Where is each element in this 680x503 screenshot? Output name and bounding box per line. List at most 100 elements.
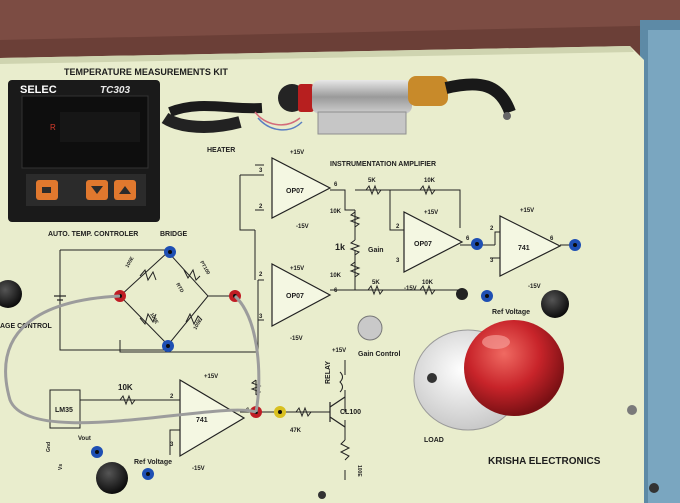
resistor-10k-lm35	[119, 394, 136, 406]
label-5k-top: 5K	[368, 178, 376, 184]
label-10k-b: 10K	[330, 273, 342, 279]
heater-label: HEATER	[207, 147, 235, 154]
ref-voltage-left-label: Ref Voltage	[134, 459, 172, 466]
pin-right-6: 6	[550, 236, 554, 242]
resistor-5k-bottom	[367, 284, 384, 296]
label-bridge-100e-c: 100E	[193, 317, 204, 331]
relay-label: RELAY	[325, 361, 332, 384]
label-cl100: CL100	[340, 409, 361, 416]
label-10k-lm35: 10K	[118, 383, 133, 392]
pin-top-3: 3	[259, 168, 263, 174]
pin-top-2: 2	[259, 204, 263, 210]
ref-voltage-right-label: Ref Voltage	[492, 309, 530, 316]
opamp-middle-label: OP07	[414, 241, 432, 248]
resistor-10k-a	[349, 211, 361, 228]
opamp-lower-label: 741	[196, 417, 208, 424]
instr-amp-label: INSTRUMENTATION AMPLIFIER	[330, 161, 436, 168]
circuit-traces	[59, 164, 575, 480]
pin-bottom-6: 6	[334, 288, 338, 294]
pin-bottom-2: 2	[259, 272, 263, 278]
pin-middle-6: 6	[466, 236, 470, 242]
opamp-middle	[403, 211, 464, 273]
gain-label: Gain	[368, 247, 384, 254]
label-47k: 47K	[290, 428, 302, 434]
resistor-100e-relay	[339, 439, 351, 461]
panel-title: TEMPERATURE MEASUREMENTS KIT	[64, 67, 228, 77]
resistor-10k-top	[419, 184, 436, 196]
pin-lower-2: 2	[170, 394, 174, 400]
controller-label: AUTO. TEMP. CONTROLER	[48, 231, 138, 238]
label-bridge-rtd: RTD	[174, 282, 185, 294]
label-bridge-100e-a: 100E	[125, 255, 136, 269]
resistor-47k	[295, 406, 312, 418]
resistor-10k-b	[349, 261, 361, 278]
lm35-vs-label: Vs	[58, 464, 64, 470]
opamp-symbols	[179, 157, 562, 458]
transistor-symbol	[329, 396, 346, 428]
opamp-bottom	[271, 262, 332, 328]
resistor-5k-top	[365, 184, 382, 196]
resistor-symbols	[119, 184, 436, 461]
pin-lower-3: 3	[170, 442, 174, 448]
supply-middle-plus: +15V	[424, 210, 438, 216]
controller-indicator: R	[50, 123, 56, 132]
socket-ground[interactable]	[456, 288, 468, 300]
left-edge-label: AGE CONTROL	[0, 323, 52, 330]
lm35-gnd-label: Gnd	[46, 442, 52, 452]
brand-label: KRISHA ELECTRONICS	[488, 456, 601, 467]
supply-bottom-plus: +15V	[290, 266, 304, 272]
bridge-resistor-c	[139, 312, 157, 326]
opamp-right	[499, 215, 562, 277]
patch-cord	[4, 294, 257, 425]
gain-control-knob[interactable]	[357, 315, 383, 341]
up-arrow-icon	[119, 186, 131, 194]
controller-brand: SELEC	[20, 84, 57, 96]
battery-symbol	[54, 295, 66, 301]
controller-model: TC303	[100, 85, 130, 96]
label-10k-a: 10K	[330, 209, 342, 215]
lm35-label: LM35	[55, 407, 73, 414]
supply-lower-plus: +15V	[204, 374, 218, 380]
pin-middle-3: 3	[396, 258, 400, 264]
temperature-controller: SELEC TC303 R	[8, 80, 160, 222]
lm35-box	[49, 389, 81, 429]
bridge-resistor-a	[139, 268, 157, 282]
pin-top-6: 6	[334, 182, 338, 188]
resistor-10k-bottom	[419, 284, 436, 296]
supply-relay-plus: +15V	[332, 348, 346, 354]
opamp-top	[271, 157, 332, 219]
ref-voltage-right-knob[interactable]	[541, 290, 569, 318]
panel-screw	[649, 483, 659, 493]
pin-right-2: 2	[490, 226, 494, 232]
pin-right-3: 3	[490, 258, 494, 264]
relay-coil	[339, 371, 343, 393]
label-10k-bottom: 10K	[422, 280, 434, 286]
load-label: LOAD	[424, 437, 444, 444]
label-10k-top: 10K	[424, 178, 436, 184]
left-edge-knob[interactable]	[0, 280, 22, 308]
ref-voltage-left-knob[interactable]	[96, 462, 128, 494]
label-5k-bottom: 5K	[372, 280, 380, 286]
lm35-vout-label: Vout	[78, 436, 91, 442]
load-lamp	[413, 320, 564, 431]
supply-top-plus: +15V	[290, 150, 304, 156]
supply-top-minus: -15V	[296, 224, 309, 230]
supply-right-minus: -15V	[528, 284, 541, 290]
toggle-switch[interactable]	[627, 405, 637, 415]
gain-control-label: Gain Control	[358, 351, 400, 358]
resistor-1k	[349, 239, 361, 256]
label-1k: 1k	[335, 242, 346, 252]
opamp-bottom-label: OP07	[286, 293, 304, 300]
opamp-right-label: 741	[518, 245, 530, 252]
supply-middle-minus: -15V	[404, 286, 417, 292]
opamp-lower	[179, 378, 246, 458]
label-100e-relay: 100E	[356, 465, 362, 477]
label-bridge-100e-b: 100E	[148, 312, 159, 326]
supply-bottom-minus: -15V	[290, 336, 303, 342]
opamp-top-label: OP07	[286, 188, 304, 195]
bridge-resistor-b	[183, 268, 201, 281]
pin-bottom-3: 3	[259, 314, 263, 320]
down-arrow-icon	[91, 186, 103, 194]
